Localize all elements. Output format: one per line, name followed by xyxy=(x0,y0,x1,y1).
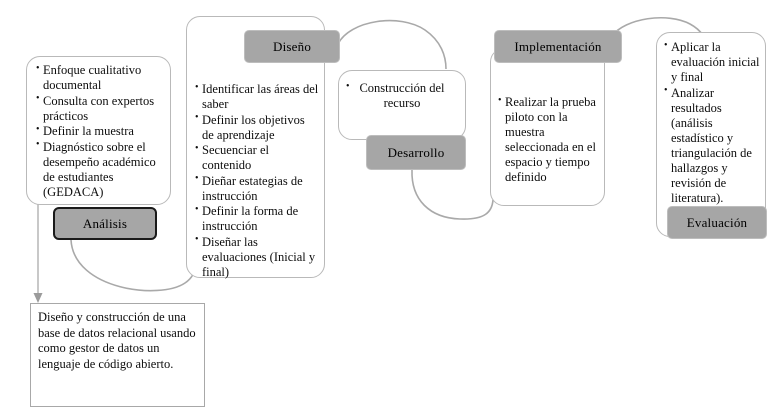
bullet-item: Realizar la prueba piloto con la muestra… xyxy=(498,95,601,185)
stage-chip-analisis[interactable]: Análisis xyxy=(53,207,157,240)
connector-desarrollo-to-implementacion xyxy=(411,169,494,220)
connector-analisis-to-diseno xyxy=(70,239,197,292)
stage-chip-diseno[interactable]: Diseño xyxy=(244,30,340,63)
connector-diseno-to-desarrollo xyxy=(337,19,447,70)
bullets-implementacion: Realizar la prueba piloto con la muestra… xyxy=(498,95,601,186)
bullet-item: Enfoque cualitativo documental xyxy=(36,63,166,93)
bullet-item: Secuenciar el contenido xyxy=(195,143,319,173)
connector-analisis-to-nota-arrowhead xyxy=(33,293,43,303)
bullet-item: Consulta con expertos prácticos xyxy=(36,93,166,124)
bullet-item: Identificar las áreas del saber xyxy=(195,82,319,112)
bullets-evaluacion: Aplicar la evaluación inicial y final An… xyxy=(664,40,762,206)
panel-nota-base-datos xyxy=(30,303,205,407)
stage-chip-implementacion[interactable]: Implementación xyxy=(494,30,622,63)
bullet-item: Diagnóstico sobre el desempeño académico… xyxy=(36,139,166,200)
bullet-item: Definir la muestra xyxy=(36,124,166,139)
bullet-item: Diseñar las evaluaciones (Inicial y fina… xyxy=(195,234,319,280)
bullets-desarrollo: Construcción del recurso xyxy=(346,81,458,112)
bullet-item: Aplicar la evaluación inicial y final xyxy=(664,40,762,85)
bullet-item: Analizar resultados (análisis estadístic… xyxy=(664,85,762,206)
bullet-item: Definir la forma de instrucción xyxy=(195,204,319,234)
nota-base-datos-text: Diseño y construcción de una base de dat… xyxy=(38,310,196,371)
bullets-diseno: Identificar las áreas del saber Definir … xyxy=(195,82,319,280)
bullet-item: Dieñar estategias de instrucción xyxy=(195,173,319,204)
stage-chip-evaluacion[interactable]: Evaluación xyxy=(667,206,767,239)
bullet-item: Construcción del recurso xyxy=(346,81,458,111)
bullets-analisis: Enfoque cualitativo documental Consulta … xyxy=(36,63,166,200)
bullet-item: Definir los objetivos de aprendizaje xyxy=(195,112,319,143)
stage-chip-desarrollo[interactable]: Desarrollo xyxy=(366,135,466,170)
